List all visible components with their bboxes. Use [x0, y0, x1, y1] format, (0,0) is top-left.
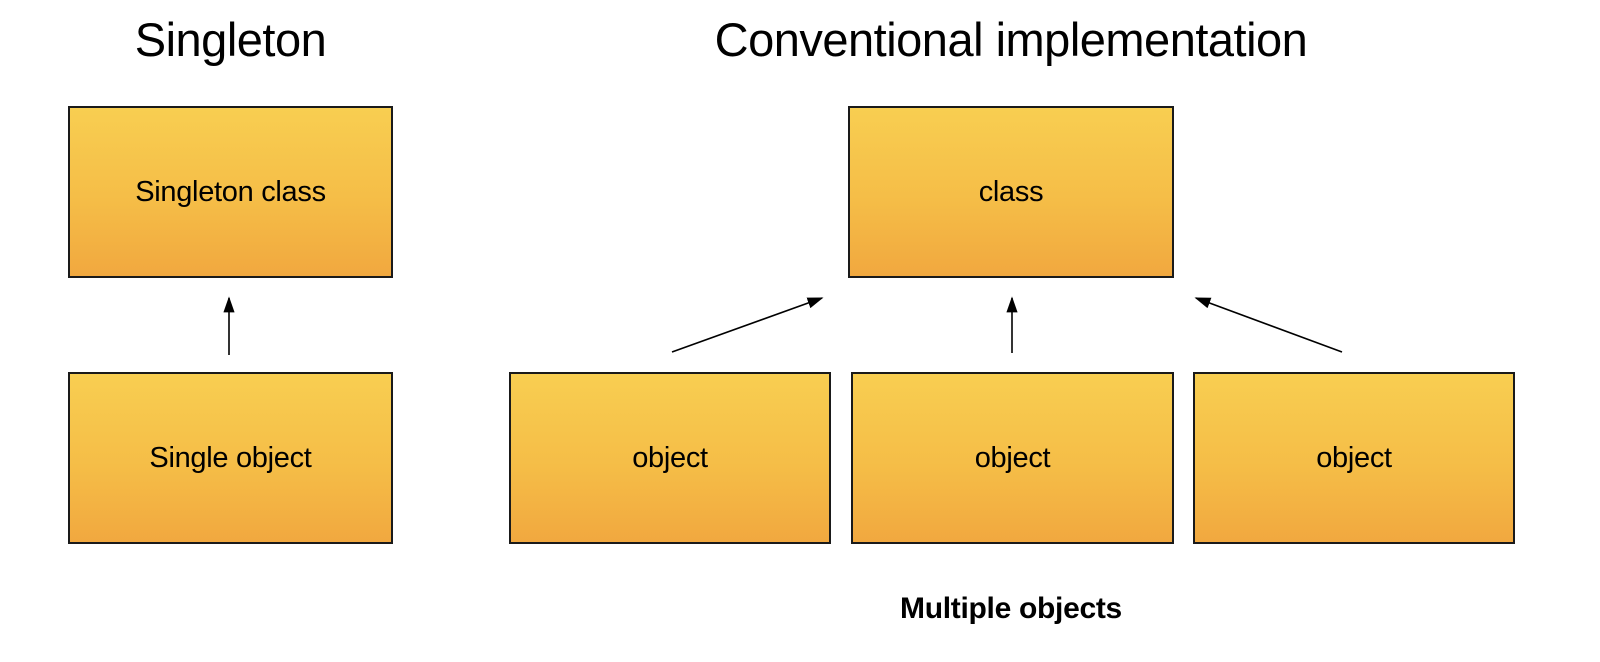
singleton-class-box: Singleton class: [68, 106, 393, 278]
object-box-2: object: [851, 372, 1174, 544]
object-box-3-label: object: [1316, 441, 1392, 474]
object-box-1: object: [509, 372, 831, 544]
class-box: class: [848, 106, 1174, 278]
single-object-box-label: Single object: [149, 441, 312, 474]
arrow-object3-to-class-icon: [1194, 297, 1343, 353]
conventional-implementation-title: Conventional implementation: [714, 13, 1308, 66]
object-box-3: object: [1193, 372, 1515, 544]
arrow-object1-to-class-icon: [671, 297, 824, 353]
object-box-1-label: object: [632, 441, 708, 474]
single-object-box: Single object: [68, 372, 393, 544]
object-box-2-label: object: [974, 441, 1051, 474]
class-box-label: class: [978, 175, 1044, 208]
multiple-objects-caption: Multiple objects: [900, 592, 1122, 625]
singleton-class-box-label: Singleton class: [135, 175, 326, 208]
singleton-title: Singleton: [134, 13, 327, 66]
